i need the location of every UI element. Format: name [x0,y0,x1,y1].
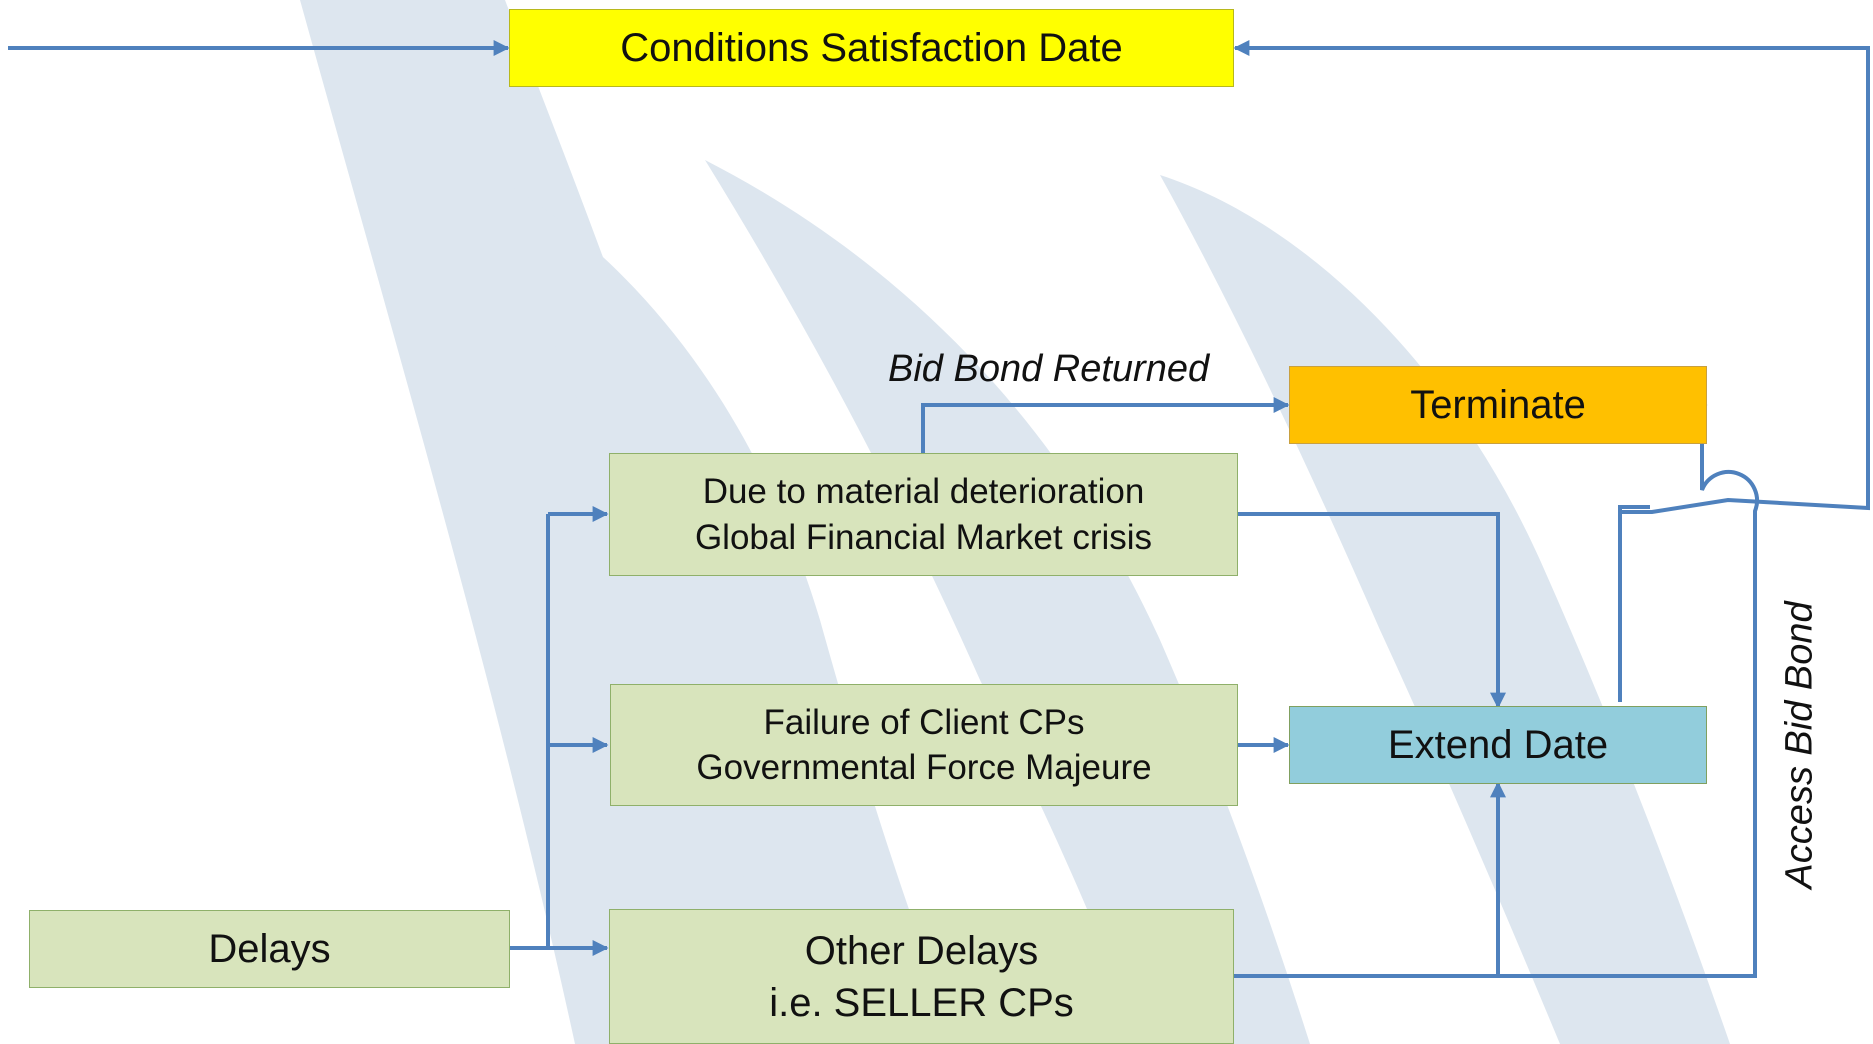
node-delays: Delays [29,910,510,988]
node-conditions-satisfaction-date: Conditions Satisfaction Date [509,9,1234,87]
node-label-line-1: Other Delays [804,928,1039,973]
edge-other-to-extend [1233,781,1506,978]
node-material-deterioration: Due to material deterioration Global Fin… [609,453,1238,576]
watermark-swoosh-3 [705,160,1310,1044]
node-other-delays: Other Delays i.e. SELLER CPs [609,909,1234,1044]
node-label-line-2: Global Financial Market crisis [694,517,1153,557]
node-terminate: Terminate [1289,366,1707,444]
node-extend-date: Extend Date [1289,706,1707,784]
edge-access-bid-bond [1498,397,1759,978]
watermark-swoosh-2 [465,160,960,1044]
edge-label-access-bid-bond: Access Bid Bond [1778,601,1821,889]
node-label-line-1: Due to material deterioration [702,472,1145,511]
edge-access-bid-bond-return [1233,40,1870,514]
edge-material-to-extend [1238,512,1506,709]
node-failure-client-cps: Failure of Client CPs Governmental Force… [610,684,1238,806]
node-label: Extend Date [1387,723,1609,767]
node-label: Conditions Satisfaction Date [620,26,1123,70]
edge-label-bid-bond-returned: Bid Bond Returned [888,348,1210,390]
node-label-line-1: Failure of Client CPs [763,702,1085,742]
edge-extend-to-conditions [1618,505,1650,702]
node-label: Terminate [1410,383,1586,427]
edge-material-to-terminate [921,397,1290,453]
node-label-line-2: Governmental Force Majeure [696,748,1152,787]
node-label-line-2: i.e. SELLER CPs [769,980,1074,1025]
node-label: Delays [208,927,331,971]
